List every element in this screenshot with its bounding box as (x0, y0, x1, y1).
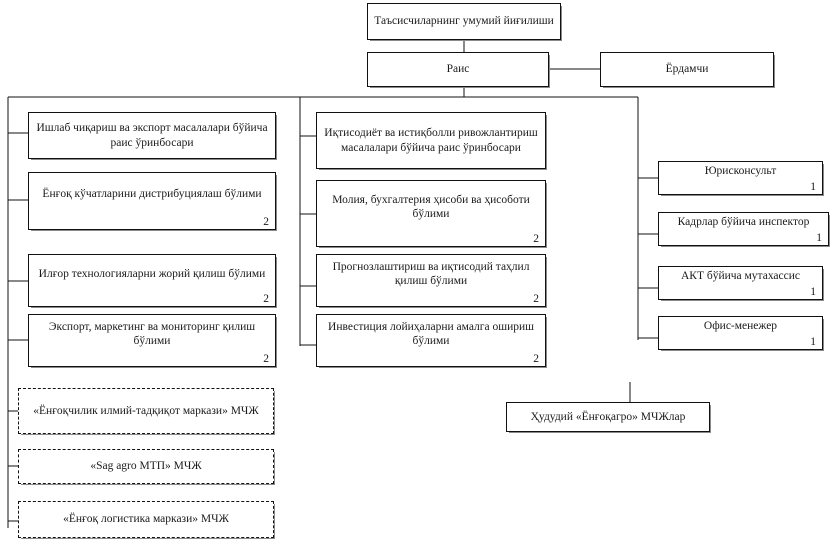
node-label: Молия, бухгалтерия ҳисоби ва ҳисоботи бў… (332, 193, 530, 220)
node-label: Ишлаб чиқариш ва экспорт масалалари бўйи… (36, 122, 268, 149)
node-label: Офис-менежер (703, 320, 778, 333)
node-label: Юрисконсульт (704, 165, 777, 178)
node-llc-research-center: «Ёнғоқчилик илмий-тадқиқот маркази» МЧЖ (18, 388, 274, 434)
node-dept-forecasting: Прогнозлаштириш ва иқтисодий таҳлил қили… (316, 254, 546, 307)
node-label: Инвестиция лойиҳаларни амалга ошириш бўл… (328, 320, 534, 347)
node-label: Таъсисчиларнинг умумий йиғилиши (374, 15, 554, 28)
node-label: Экспорт, маркетинг ва мониторинг қилиш б… (48, 320, 256, 347)
node-count: 1 (810, 335, 816, 348)
node-label: Ёнғоқ кўчатларини дистрибуциялаш бўлими (42, 188, 262, 201)
node-llc-sag-agro: «Sag agro МТП» МЧЖ (18, 449, 274, 484)
node-assistant: Ёрдамчи (600, 52, 774, 87)
node-dept-finance-accounting: Молия, бухгалтерия ҳисоби ва ҳисоботи бў… (316, 180, 546, 247)
node-deputy-economy: Иқтисодиёт ва истиқболли ривожлантириш м… (316, 112, 546, 169)
node-count: 2 (533, 232, 539, 245)
node-dept-investment: Инвестиция лойиҳаларни амалга ошириш бўл… (316, 314, 546, 367)
node-deputy-production: Ишлаб чиқариш ва экспорт масалалари бўйи… (28, 112, 276, 159)
node-count: 2 (263, 352, 269, 365)
node-count: 2 (533, 352, 539, 365)
node-label: Прогнозлаштириш ва иқтисодий таҳлил қили… (332, 260, 530, 287)
node-label: Ҳудудий «Ёнғоқагро» МЧЖлар (530, 410, 686, 423)
node-label: Раис (446, 63, 470, 76)
node-dept-export-marketing: Экспорт, маркетинг ва мониторинг қилиш б… (28, 314, 276, 367)
node-office-manager: Офис-менежер 1 (658, 316, 823, 350)
node-regional-llcs: Ҳудудий «Ёнғоқагро» МЧЖлар (506, 402, 710, 432)
node-ict-specialist: АКТ бўйича мутахассис 1 (658, 266, 823, 300)
node-count: 2 (263, 215, 269, 228)
node-count: 2 (533, 292, 539, 305)
node-label: «Ёнғоқ логистика маркази» МЧЖ (63, 513, 229, 526)
node-dept-advanced-tech: Илғор технологияларни жорий қилиш бўлими… (28, 254, 276, 307)
node-label: «Ёнғоқчилик илмий-тадқиқот маркази» МЧЖ (33, 404, 259, 417)
node-count: 1 (816, 231, 822, 244)
node-hr-inspector: Кадрлар бўйича инспектор 1 (658, 212, 829, 246)
node-dept-seedling-distribution: Ёнғоқ кўчатларини дистрибуциялаш бўлими … (28, 172, 276, 230)
node-chairman: Раис (367, 52, 549, 87)
node-label: Илғор технологияларни жорий қилиш бўлими (38, 267, 266, 280)
node-count: 1 (810, 285, 816, 298)
node-count: 1 (810, 180, 816, 193)
node-legal-counsel: Юрисконсульт 1 (658, 161, 823, 195)
node-label: АКТ бўйича мутахассис (680, 270, 800, 283)
node-label: Иқтисодиёт ва истиқболли ривожлантириш м… (324, 127, 538, 154)
node-llc-logistics-center: «Ёнғоқ логистика маркази» МЧЖ (18, 501, 274, 538)
node-label: Кадрлар бўйича инспектор (677, 216, 810, 229)
node-count: 2 (263, 292, 269, 305)
node-label: Ёрдамчи (665, 63, 709, 76)
node-founders-meeting: Таъсисчиларнинг умумий йиғилиши (367, 3, 561, 40)
node-label: «Sag agro МТП» МЧЖ (90, 460, 202, 473)
